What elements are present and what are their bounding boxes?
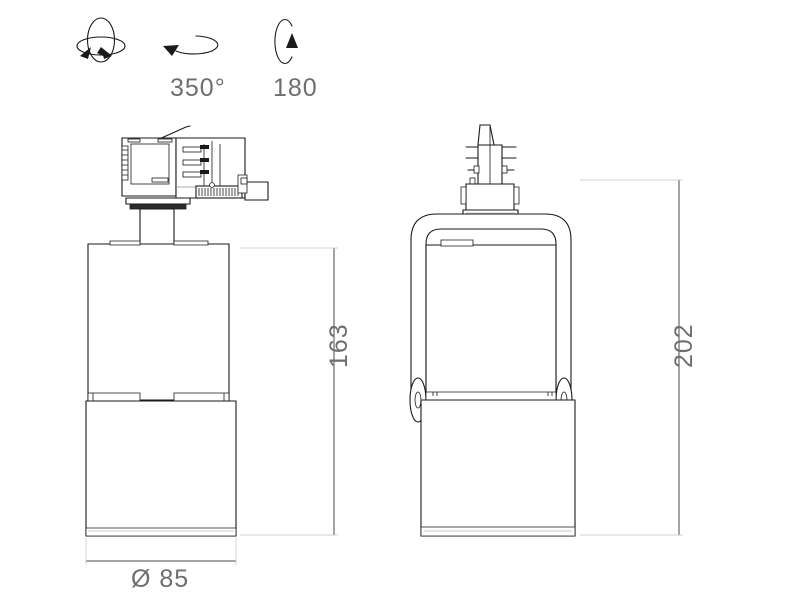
tilt-rotation-label: 180	[273, 74, 318, 102]
pan-rotation-icon	[163, 35, 219, 56]
tilt-and-pan-icon	[76, 17, 126, 63]
front-view-lower-housing	[420, 399, 576, 537]
dimension-202	[580, 179, 683, 536]
side-view	[85, 125, 269, 537]
pan-rotation-label: 350°	[170, 74, 226, 102]
front-view	[409, 124, 576, 537]
front-view-track-adapter	[460, 124, 520, 218]
tilt-rotation-icon	[274, 19, 298, 64]
side-view-lower-housing	[85, 400, 237, 537]
dimension-163	[240, 247, 338, 536]
side-view-track-adapter	[121, 125, 269, 201]
dimension-label-163: 163	[325, 323, 353, 368]
side-view-upper-housing	[87, 240, 230, 402]
dimension-label-diameter: Ø 85	[131, 565, 190, 593]
dimension-label-202: 202	[670, 323, 698, 368]
front-view-housing	[425, 239, 557, 401]
dimension-diameter-85	[85, 538, 237, 565]
